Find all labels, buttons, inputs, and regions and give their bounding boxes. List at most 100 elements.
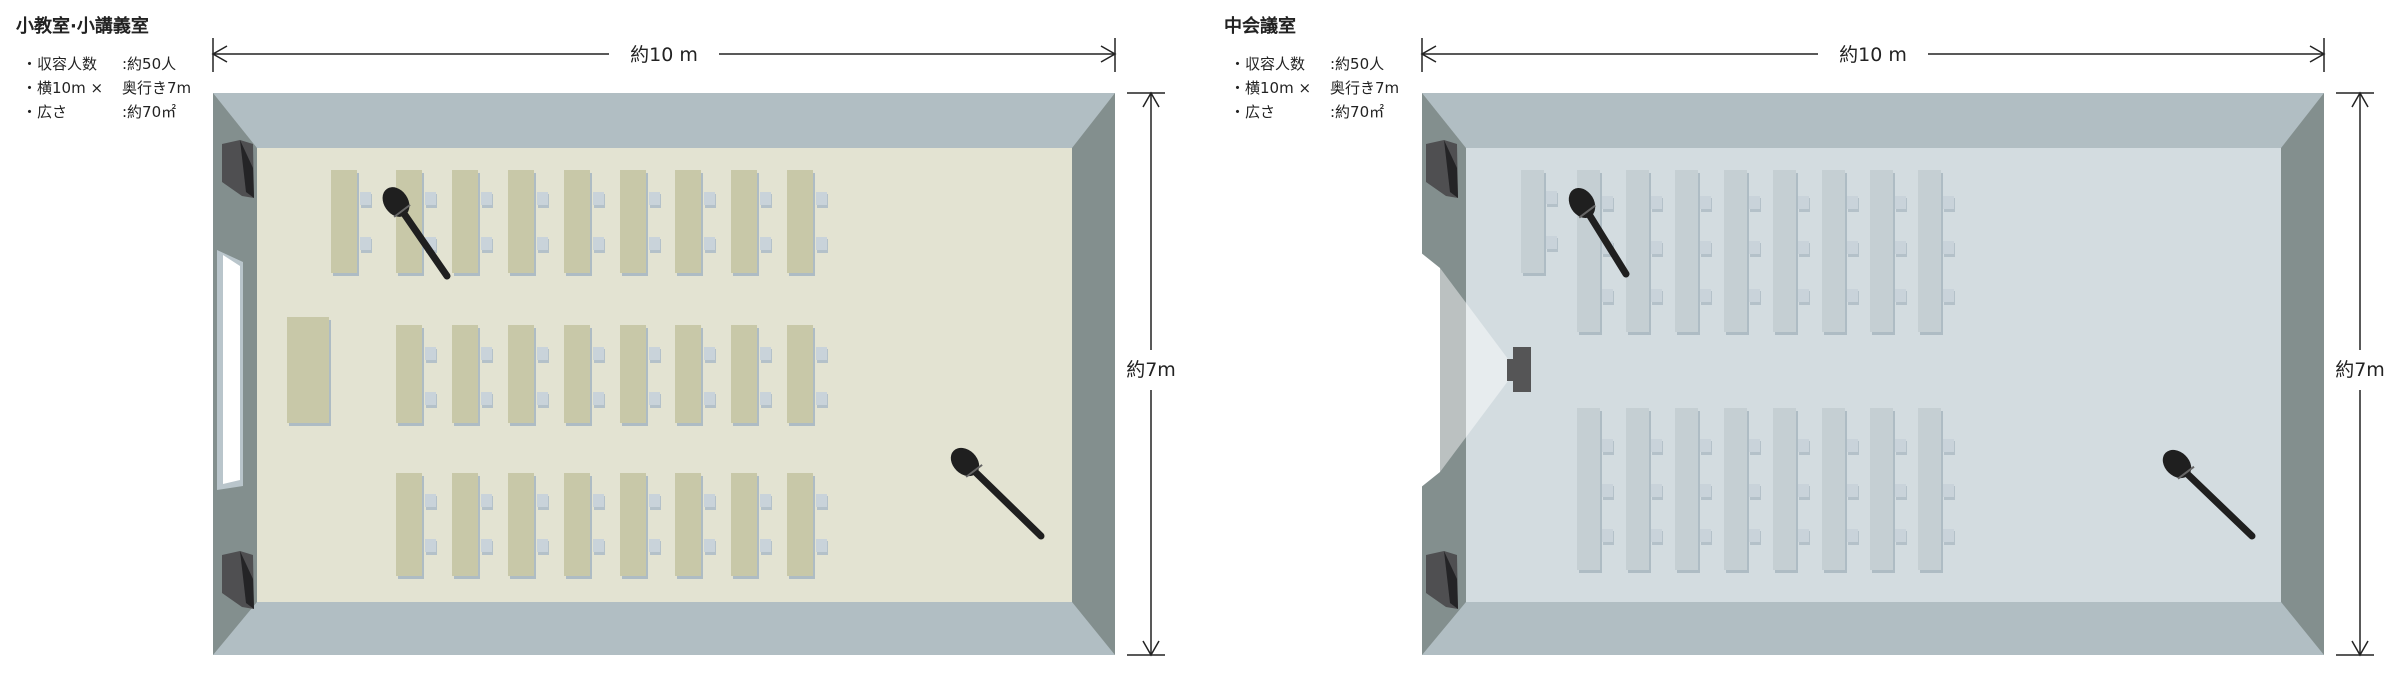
chair	[1847, 529, 1858, 542]
desk	[508, 325, 534, 423]
chair	[1943, 196, 1954, 209]
chair	[1749, 196, 1760, 209]
chair	[1546, 191, 1557, 204]
chair	[649, 494, 660, 507]
info-capacity: ・収容人数:約50人	[22, 55, 177, 73]
wall-right	[2281, 93, 2324, 655]
arrowhead-down-icon	[1142, 640, 1160, 657]
chair	[425, 392, 436, 405]
desk	[1918, 170, 1941, 332]
floor	[257, 148, 1072, 602]
mic-head	[2162, 449, 2192, 479]
chair	[816, 392, 827, 405]
mic-handle	[2173, 460, 2256, 540]
arrowhead-up-icon	[2351, 91, 2369, 108]
arrowhead-right-icon	[2309, 45, 2326, 63]
chair	[537, 347, 548, 360]
desk	[1822, 170, 1845, 332]
chair	[704, 494, 715, 507]
desk	[1577, 408, 1600, 570]
chair	[1651, 241, 1662, 254]
chair	[593, 392, 604, 405]
chair	[1700, 196, 1711, 209]
speaker-front	[240, 140, 254, 198]
desk	[1626, 408, 1649, 570]
chair	[816, 539, 827, 552]
desk	[787, 473, 813, 576]
mic-band	[2177, 465, 2195, 480]
wall-left	[1422, 93, 1466, 655]
desk	[1773, 170, 1796, 332]
mic-handle	[961, 458, 1045, 540]
chair	[816, 192, 827, 205]
chair	[1602, 196, 1613, 209]
chair	[1651, 289, 1662, 302]
chair	[649, 392, 660, 405]
microphone-icon	[1568, 188, 1630, 278]
chair	[1895, 484, 1906, 497]
desk	[508, 170, 534, 273]
desk	[620, 325, 646, 423]
chair	[1798, 196, 1809, 209]
desk	[452, 325, 478, 423]
desk	[1675, 408, 1698, 570]
chair	[1895, 289, 1906, 302]
room-title: 中会議室	[1224, 16, 1296, 37]
chair	[1700, 439, 1711, 452]
chair	[481, 192, 492, 205]
desk	[1870, 408, 1893, 570]
microphone-icon	[2162, 449, 2256, 540]
mic-band	[1578, 204, 1596, 219]
room-title: 小教室·小講義室	[16, 16, 149, 37]
chair	[593, 347, 604, 360]
desk	[731, 170, 757, 273]
chair	[481, 347, 492, 360]
desk	[731, 325, 757, 423]
desk	[508, 473, 534, 576]
chair	[1895, 439, 1906, 452]
chair	[537, 192, 548, 205]
desk	[287, 317, 329, 423]
chair	[1847, 241, 1858, 254]
chair	[816, 237, 827, 250]
window	[223, 255, 240, 484]
desk	[675, 170, 701, 273]
desk	[731, 473, 757, 576]
chair	[1602, 529, 1613, 542]
chair	[537, 392, 548, 405]
chair	[1798, 439, 1809, 452]
chair	[1700, 484, 1711, 497]
chair	[481, 539, 492, 552]
chair	[1943, 439, 1954, 452]
chair	[425, 192, 436, 205]
arrowhead-left-icon	[211, 45, 228, 63]
chair	[1749, 241, 1760, 254]
projector-light-beam	[1440, 268, 1508, 472]
chair	[704, 347, 715, 360]
projector-body	[1513, 347, 1531, 392]
speaker-icon	[1426, 140, 1458, 198]
chair	[760, 237, 771, 250]
info-area: ・広さ:約70㎡	[1230, 103, 1385, 121]
chair	[593, 539, 604, 552]
mic-band	[965, 464, 983, 478]
classroom-room	[213, 93, 1115, 655]
chair	[1651, 529, 1662, 542]
chair	[1749, 289, 1760, 302]
speaker-front	[1444, 140, 1458, 198]
meeting-room	[1420, 93, 2324, 655]
arrowhead-up-icon	[1142, 91, 1160, 108]
desk	[787, 325, 813, 423]
depth-label: 約7m	[1126, 359, 1176, 381]
desk	[1724, 170, 1747, 332]
chair	[425, 237, 436, 250]
mic-band	[393, 204, 411, 218]
chair	[481, 494, 492, 507]
desk	[620, 473, 646, 576]
chair	[1798, 241, 1809, 254]
chair	[425, 494, 436, 507]
chair	[1749, 529, 1760, 542]
arrowhead-down-icon	[2351, 640, 2369, 657]
desk	[1675, 170, 1698, 332]
